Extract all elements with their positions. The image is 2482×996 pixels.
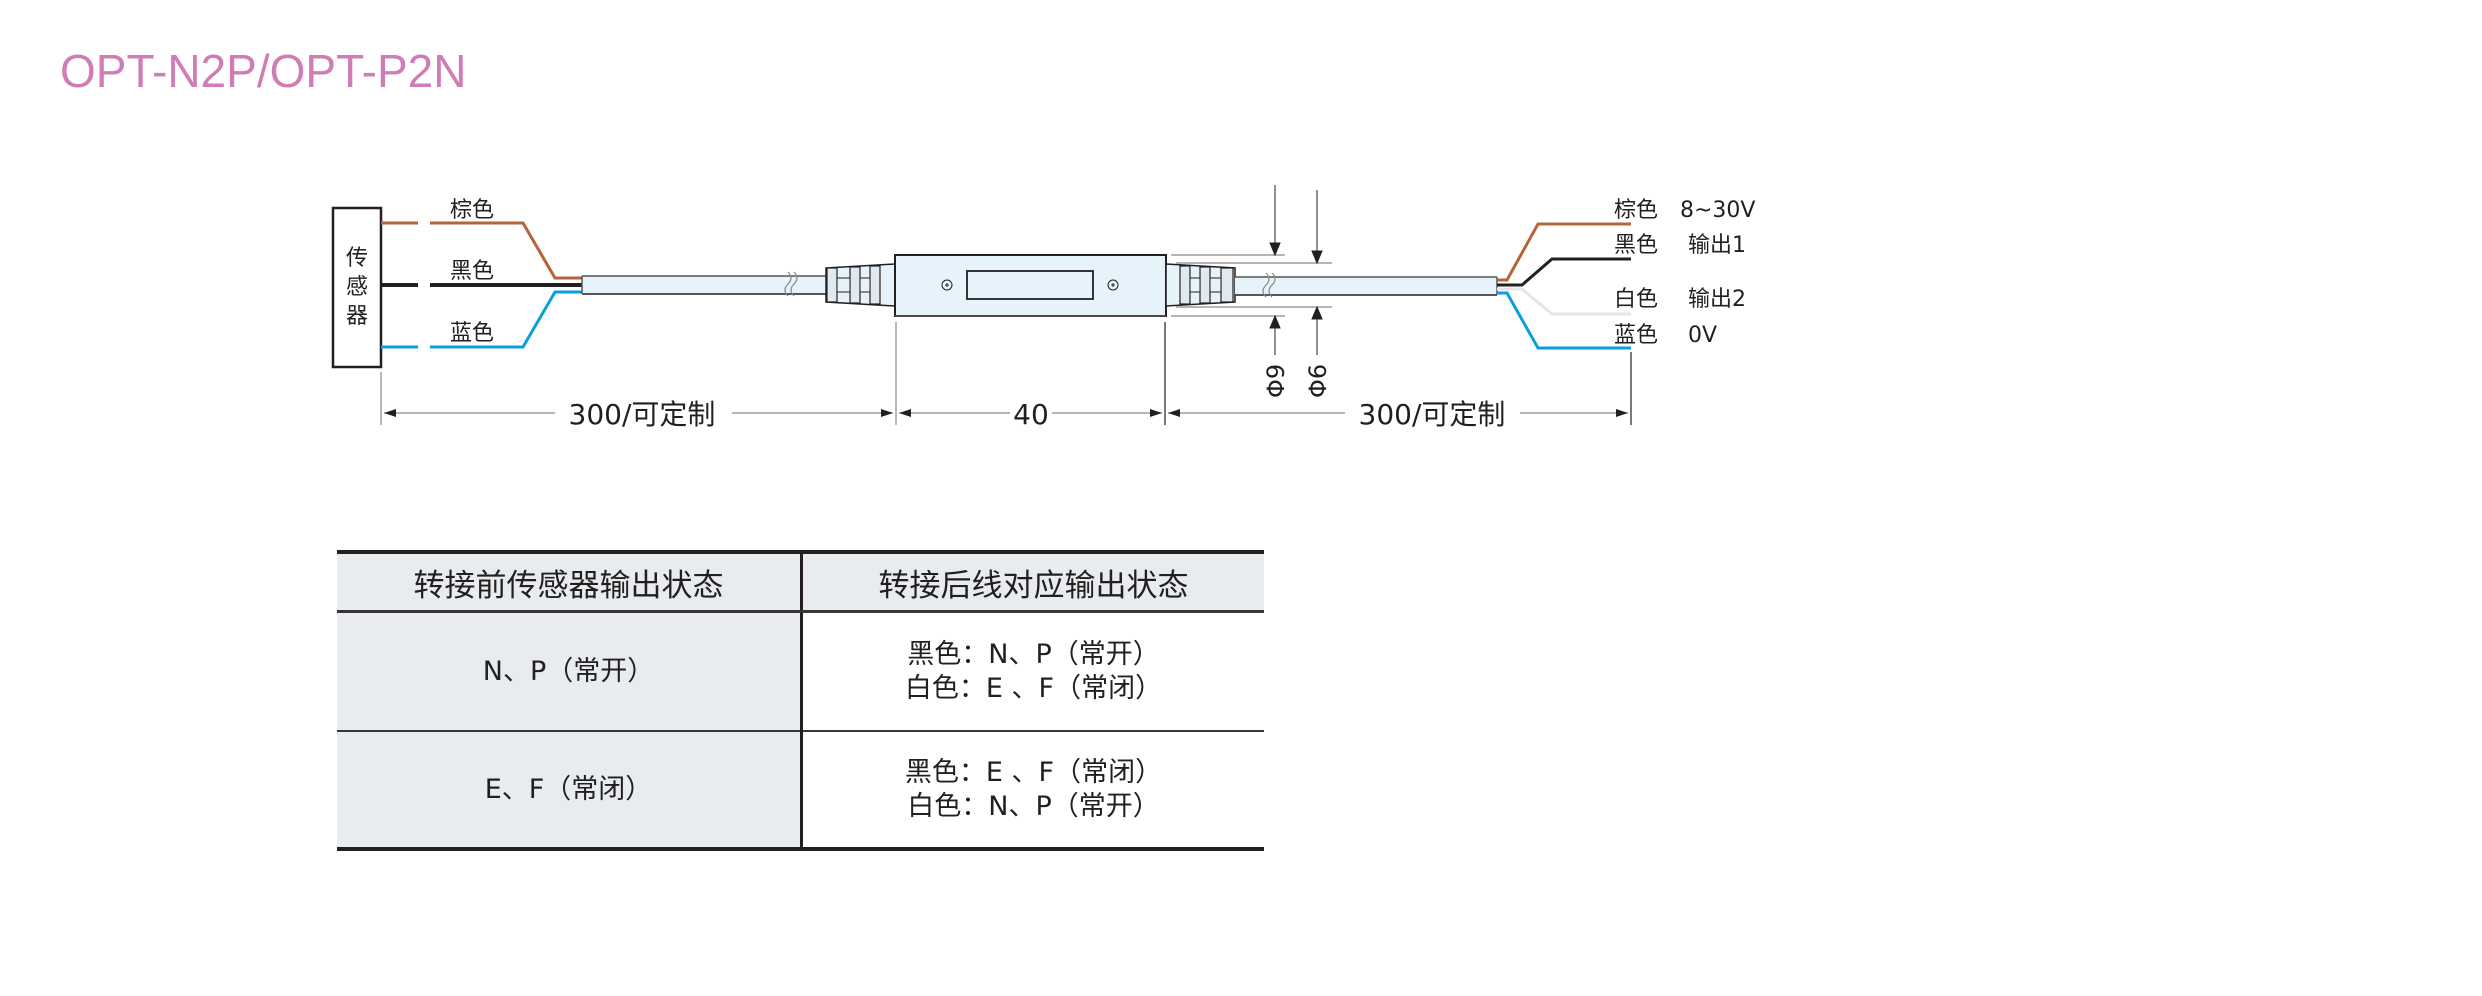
cable-break-mark bbox=[784, 271, 792, 297]
screw-icon bbox=[1107, 279, 1119, 291]
dimension-line-body bbox=[899, 409, 1162, 417]
cell-after-line: 黑色：E 、F（常闭） bbox=[904, 756, 1163, 788]
length-extension-lines bbox=[380, 322, 897, 425]
sensor-label-char: 传 bbox=[346, 246, 368, 271]
screw-icon bbox=[941, 279, 953, 291]
dimension-line-left-cable bbox=[384, 409, 893, 417]
diameter-extension-lines bbox=[1171, 254, 1332, 317]
right-wire-label-black: 黑色 bbox=[1614, 233, 1658, 258]
right-cable bbox=[1235, 272, 1498, 298]
length-extension-lines-dark bbox=[1164, 322, 1632, 425]
left-wire-blue bbox=[381, 290, 582, 349]
right-wire-label-brown: 棕色 bbox=[1614, 198, 1658, 223]
right-wire-blue bbox=[1497, 291, 1631, 350]
cable-break-mark bbox=[1262, 272, 1270, 298]
cell-before: N、P（常开） bbox=[337, 611, 803, 732]
table-row: E、F（常闭） 黑色：E 、F（常闭） 白色：N、P（常开） bbox=[337, 731, 1264, 851]
dimension-label-left-cable: 300/可定制 bbox=[569, 398, 716, 431]
cell-after-line: 白色：N、P（常开） bbox=[907, 790, 1160, 822]
header-after: 转接后线对应输出状态 bbox=[801, 550, 1264, 613]
left-strain-relief-boot bbox=[825, 263, 896, 307]
dimension-label-right-cable: 300/可定制 bbox=[1359, 398, 1506, 431]
cell-before: E、F（常闭） bbox=[337, 731, 803, 851]
cell-after-line: 黑色：N、P（常开） bbox=[907, 638, 1160, 670]
wiring-diagram: 传 感 器 棕色 黑色 蓝色 bbox=[331, 185, 1755, 431]
cell-after-line: 白色：E 、F（常闭） bbox=[904, 672, 1163, 704]
dimension-line-right-cable bbox=[1168, 409, 1628, 417]
diameter-label-boot: Φ9 bbox=[1262, 364, 1290, 398]
left-wire-brown bbox=[381, 221, 582, 280]
table-header-row: 转接前传感器输出状态 转接后线对应输出状态 bbox=[337, 550, 1264, 613]
cell-after: 黑色：E 、F（常闭） 白色：N、P（常开） bbox=[801, 731, 1264, 851]
right-wire-white bbox=[1497, 287, 1631, 316]
header-before: 转接前传感器输出状态 bbox=[337, 550, 803, 613]
right-wire-label-blue: 蓝色 bbox=[1614, 323, 1658, 348]
page-title: OPT-N2P/OPT-P2N bbox=[60, 45, 467, 97]
sensor-box bbox=[331, 206, 383, 369]
left-wire-label-brown: 棕色 bbox=[450, 198, 494, 223]
dimension-label-body: 40 bbox=[1013, 398, 1049, 431]
signal-label-output1: 输出1 bbox=[1688, 233, 1746, 258]
left-wire-label-black: 黑色 bbox=[450, 259, 494, 284]
sensor-label-char: 器 bbox=[346, 304, 368, 329]
table-row: N、P（常开） 黑色：N、P（常开） 白色：E 、F（常闭） bbox=[337, 611, 1264, 732]
signal-label-ground: 0V bbox=[1688, 323, 1717, 348]
diameter-label-cable: Φ6 bbox=[1304, 364, 1332, 398]
signal-label-power: 8~30V bbox=[1680, 198, 1755, 223]
signal-label-output2: 输出2 bbox=[1688, 287, 1746, 312]
body-window bbox=[966, 270, 1094, 300]
sensor-label-char: 感 bbox=[346, 275, 368, 300]
right-wire-brown bbox=[1497, 222, 1631, 282]
output-state-table: 转接前传感器输出状态 转接后线对应输出状态 N、P（常开） 黑色：N、P（常开）… bbox=[337, 550, 1264, 851]
converter-body bbox=[894, 254, 1167, 317]
right-strain-relief-boot bbox=[1165, 263, 1236, 307]
left-wire-label-blue: 蓝色 bbox=[450, 321, 494, 346]
right-wire-label-white: 白色 bbox=[1614, 287, 1658, 312]
right-wire-black bbox=[1497, 257, 1631, 287]
left-cable bbox=[581, 271, 826, 297]
cell-after: 黑色：N、P（常开） 白色：E 、F（常闭） bbox=[801, 611, 1264, 732]
diameter-arrows bbox=[1269, 185, 1323, 355]
